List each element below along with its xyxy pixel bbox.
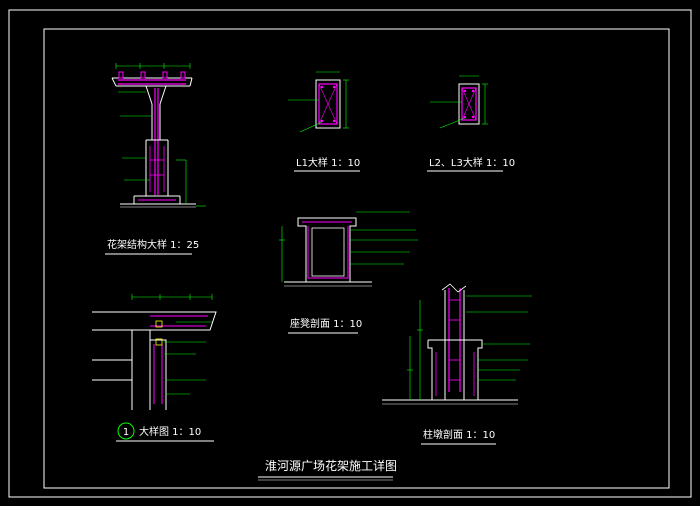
column-pier-section-detail: 柱墩剖面 1：10 [382, 283, 532, 445]
l1-section-detail: L1大样 1：10 [288, 71, 360, 172]
detail-1-marker: 1 [123, 427, 129, 438]
l1-section-label: L1大样 1：10 [296, 156, 360, 169]
seat-section-label: 座凳剖面 1：10 [290, 317, 362, 330]
trellis-structure-detail: 花架结构大样 1：25 [105, 63, 206, 255]
detail-1-marker-circle [117, 422, 135, 440]
seat-section-detail: 座凳剖面 1：10 [279, 211, 418, 334]
detail-1-label: 大样图 1：10 [139, 425, 201, 438]
l2-l3-section-label: L2、L3大样 1：10 [429, 156, 515, 169]
l2-l3-section-detail: L2、L3大样 1：10 [427, 75, 515, 172]
column-pier-section-label: 柱墩剖面 1：10 [423, 428, 495, 441]
inner-frame [43, 28, 670, 489]
trellis-structure-label: 花架结构大样 1：25 [107, 238, 199, 251]
outer-frame [8, 9, 692, 498]
sheet-title: 淮河源广场花架施工详图 [265, 458, 397, 473]
detail-1-drawing: 1 大样图 1：10 [92, 294, 217, 442]
